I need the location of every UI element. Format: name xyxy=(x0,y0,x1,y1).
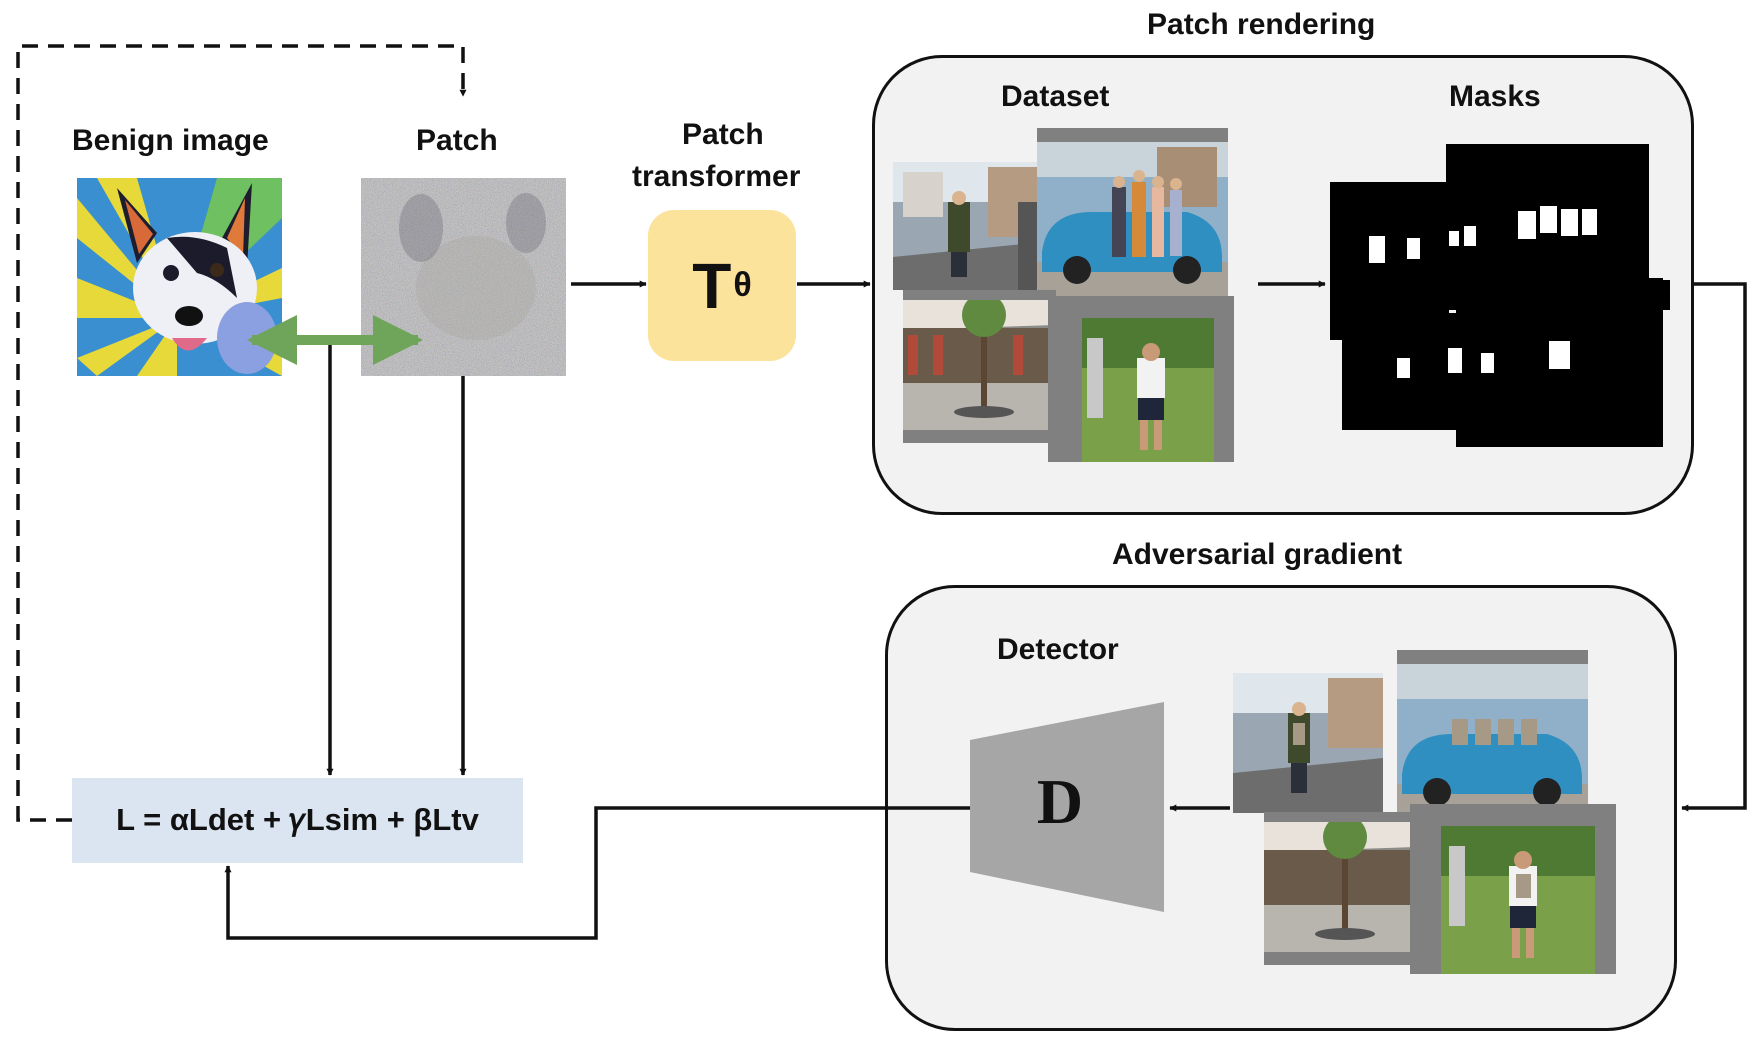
mask-patch xyxy=(1582,209,1597,235)
mask-patch xyxy=(1369,236,1385,263)
detector-block xyxy=(970,702,1164,912)
adv-street-scene xyxy=(1233,673,1383,813)
dataset-photo-field xyxy=(1082,318,1214,462)
dataset-photo-market xyxy=(903,300,1056,430)
loss-formula: L = αLdet + 𝛾Lsim + βLtv xyxy=(116,802,479,837)
mask-patch xyxy=(1540,206,1557,233)
mask-patch xyxy=(1518,211,1536,239)
detector-label: Detector xyxy=(997,633,1119,666)
patch-transformer-label-line2: transformer xyxy=(632,160,801,193)
transformer-symbol: T xyxy=(692,249,732,322)
mask-5 xyxy=(1440,280,1670,310)
loss-box: L = αLdet + 𝛾Lsim + βLtv xyxy=(72,778,523,863)
patch-transformer-label-line1: Patch xyxy=(682,118,764,151)
adv-photo-market xyxy=(1264,822,1417,952)
masks-label: Masks xyxy=(1449,80,1541,113)
mask-patch xyxy=(1549,341,1570,369)
benign-dog-artwork xyxy=(77,178,282,376)
benign-image-label: Benign image xyxy=(72,124,269,157)
patch-rendering-title: Patch rendering xyxy=(1147,8,1376,41)
benign-image xyxy=(77,178,282,376)
mask-patch xyxy=(1561,209,1578,236)
market-scene xyxy=(903,300,1056,430)
dashed-update-arrow xyxy=(16,44,467,822)
transformer-subscript: θ xyxy=(733,266,752,304)
dataset-label: Dataset xyxy=(1001,80,1110,113)
adv-photo-street xyxy=(1233,673,1383,813)
arrow-detector-to-loss xyxy=(224,806,970,940)
mask-patch xyxy=(1397,358,1410,378)
mask-patch xyxy=(1481,353,1494,373)
adversarial-gradient-title: Adversarial gradient xyxy=(1112,538,1403,571)
mask-patch xyxy=(1448,348,1462,373)
mask-patch xyxy=(1464,226,1476,246)
field-scene xyxy=(1082,318,1214,462)
car-scene xyxy=(1037,142,1228,304)
adv-field-scene xyxy=(1441,826,1595,974)
adv-photo-field xyxy=(1441,826,1595,974)
patch-label: Patch xyxy=(416,124,498,157)
adv-market-scene xyxy=(1264,822,1417,952)
dataset-photo-car xyxy=(1037,142,1228,304)
arrow-rendering-to-adversarial xyxy=(1681,282,1747,812)
mask-patch xyxy=(1407,238,1420,259)
mask-patch xyxy=(1449,231,1459,246)
detector-symbol: D xyxy=(1036,766,1084,837)
